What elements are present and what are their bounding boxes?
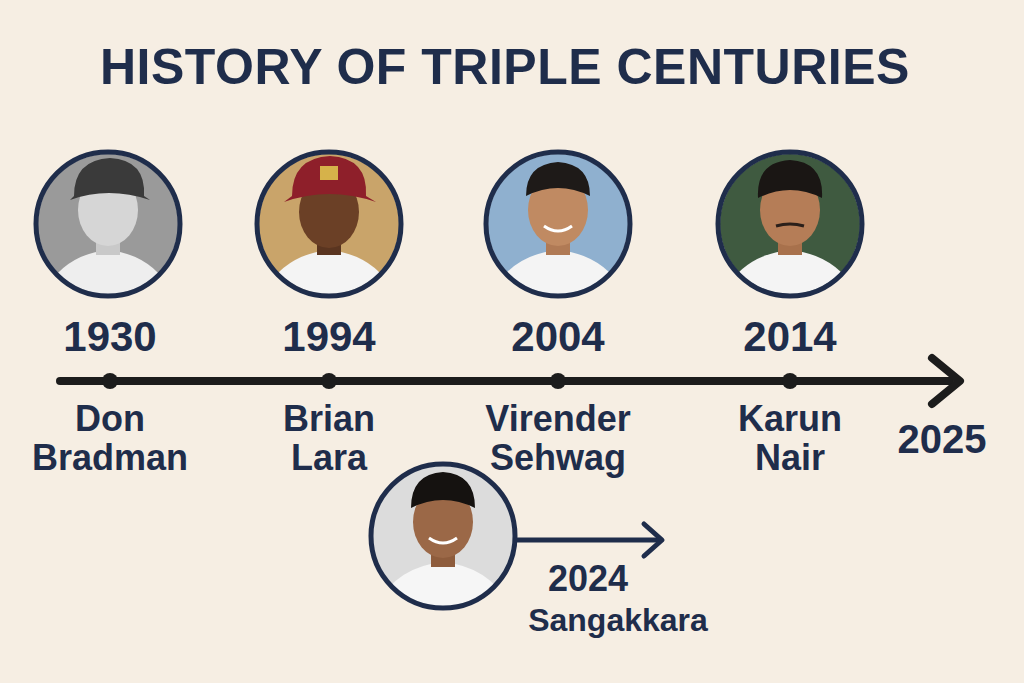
timeline-dot bbox=[550, 373, 566, 389]
timeline-axis bbox=[60, 377, 950, 385]
portrait-frame bbox=[486, 152, 630, 296]
portrait bbox=[250, 150, 410, 300]
year-label: 1930 bbox=[63, 314, 156, 359]
name-label: Sangakkara bbox=[528, 603, 708, 638]
timeline-dot bbox=[102, 373, 118, 389]
name-label: Don Bradman bbox=[32, 400, 188, 478]
portrait bbox=[30, 150, 190, 300]
portrait-frame bbox=[257, 152, 401, 296]
year-label: 2004 bbox=[511, 314, 604, 359]
timeline-dot bbox=[782, 373, 798, 389]
branch-arrowhead bbox=[644, 524, 662, 556]
portrait bbox=[365, 460, 525, 612]
title: HISTORY OF TRIPLE CENTURIES bbox=[100, 40, 910, 94]
year-label: 1994 bbox=[282, 314, 375, 359]
name-label: Karun Nair bbox=[738, 400, 842, 478]
branch-arrow bbox=[516, 538, 660, 543]
portrait-frame bbox=[718, 152, 862, 296]
name-label: Virender Sehwag bbox=[485, 400, 630, 478]
portrait bbox=[710, 150, 870, 300]
portrait-frame bbox=[36, 152, 180, 296]
portrait-frame bbox=[371, 464, 515, 608]
year-label: 2024 bbox=[548, 560, 628, 599]
portrait bbox=[480, 150, 640, 300]
name-label: Brian Lara bbox=[283, 400, 375, 478]
year-label: 2025 bbox=[898, 418, 987, 461]
year-label: 2014 bbox=[743, 314, 836, 359]
axis-arrowhead bbox=[932, 358, 960, 404]
timeline-dot bbox=[321, 373, 337, 389]
